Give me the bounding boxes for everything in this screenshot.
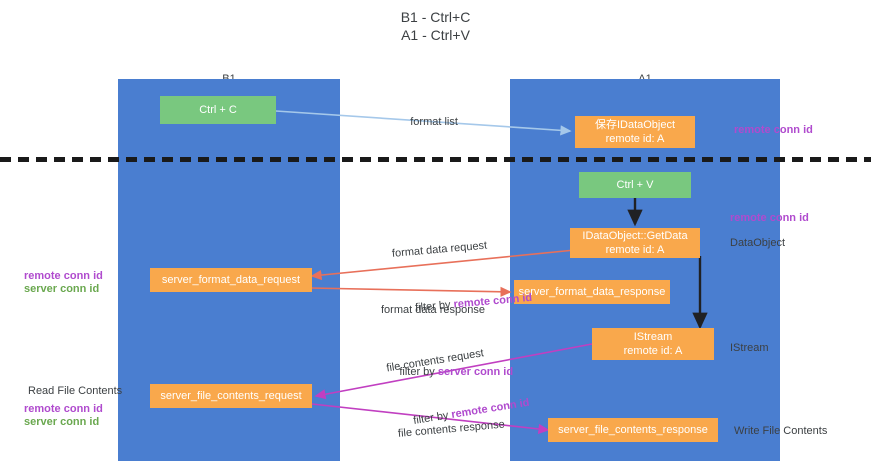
annotation-left-remote-conn-id: remote conn id	[24, 270, 103, 282]
node-istream-line1: IStream	[633, 331, 673, 343]
edge-label-file-contents-response-line2: filter by server conn id	[401, 461, 536, 467]
annotation-dataobject: DataObject	[730, 237, 786, 249]
node-server-format-data-request[interactable]: server_format_data_request	[150, 268, 312, 292]
edge-label-file-contents-request-line1: file contents request	[385, 347, 485, 375]
node-server-format-data-response[interactable]: server_format_data_response	[514, 280, 670, 304]
node-ctrl-v-label: Ctrl + V	[616, 179, 654, 191]
node-server-file-contents-request-label: server_file_contents_request	[160, 390, 302, 402]
edge-label-format-data-response-line1: format data response	[381, 304, 485, 316]
edge-label-format-data-request-line1: format data request	[391, 239, 488, 260]
node-idataobject-line2: remote id: A	[605, 133, 665, 145]
annotation-left-remote-conn-id-2: remote conn id	[24, 403, 103, 415]
edge-label-file-contents-response-line1: file contents response	[397, 418, 506, 440]
annotation-left-server-conn-id-2: server conn id	[24, 416, 100, 428]
node-idataobject-getdata[interactable]: IDataObject::GetData remote id: A	[570, 228, 700, 258]
annotation-read-file-contents: Read File Contents	[28, 385, 123, 397]
annotation-left-server-conn-id: server conn id	[24, 283, 100, 295]
section-divider	[0, 157, 871, 162]
node-ctrl-c-label: Ctrl + C	[199, 104, 237, 116]
edge-label-file-contents-response: file contents response filter by server …	[395, 387, 539, 467]
node-getdata-line2: remote id: A	[605, 244, 665, 256]
annotation-remote-conn-id-mid: remote conn id	[730, 212, 809, 224]
page-title-line2: A1 - Ctrl+V	[401, 27, 470, 43]
annotation-istream: IStream	[730, 342, 769, 354]
filter-key-server-conn-id: server conn id	[437, 366, 514, 378]
annotation-write-file-contents: Write File Contents	[734, 425, 828, 437]
page-title-line1: B1 - Ctrl+C	[400, 9, 471, 25]
edge-label-format-list-text: format list	[410, 116, 458, 128]
node-istream-line2: remote id: A	[623, 345, 683, 357]
node-server-format-data-response-label: server_format_data_response	[518, 286, 666, 298]
node-ctrl-c[interactable]: Ctrl + C	[160, 96, 276, 124]
edge-label-format-data-response-line2: filter by server conn id	[381, 351, 513, 393]
node-idataobject[interactable]: 保存IDataObject remote id: A	[575, 116, 695, 148]
node-ctrl-v[interactable]: Ctrl + V	[579, 172, 691, 198]
node-istream[interactable]: IStream remote id: A	[592, 328, 714, 360]
node-idataobject-line1: 保存IDataObject	[594, 119, 676, 131]
node-getdata-line1: IDataObject::GetData	[582, 230, 688, 242]
annotation-remote-conn-id-top: remote conn id	[734, 124, 813, 136]
edge-label-format-list: format list	[398, 101, 458, 143]
node-server-file-contents-response-label: server_file_contents_response	[558, 424, 708, 436]
node-server-format-data-request-label: server_format_data_request	[161, 274, 301, 286]
node-server-file-contents-request[interactable]: server_file_contents_request	[150, 384, 312, 408]
filter-prefix: filter by	[399, 366, 438, 378]
edge-label-format-data-response: format data response filter by server co…	[381, 275, 513, 421]
node-server-file-contents-response[interactable]: server_file_contents_response	[548, 418, 718, 442]
